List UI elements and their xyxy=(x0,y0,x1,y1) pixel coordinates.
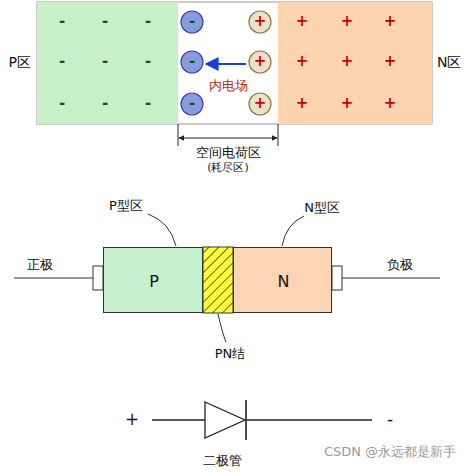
diode-lead xyxy=(246,419,372,420)
donor-ion xyxy=(249,11,271,33)
ion-charge: - xyxy=(189,13,195,30)
region-caption: (耗尽区) xyxy=(207,162,249,174)
ion-charge: - xyxy=(102,53,108,70)
watermark: CSDN @永远都是新手 xyxy=(324,445,456,459)
ion-charge: + xyxy=(341,53,354,70)
region-label: N区 xyxy=(437,54,461,72)
ion-charge: + xyxy=(384,95,397,112)
acceptor-ion xyxy=(181,51,203,73)
polarity-sign: - xyxy=(387,410,393,429)
wire xyxy=(14,277,93,278)
ion-charge: + xyxy=(384,13,397,30)
ion-charge: + xyxy=(254,95,267,112)
terminal-label: 正极 xyxy=(27,258,53,272)
acceptor-ion xyxy=(181,11,203,33)
ion-charge: - xyxy=(59,53,65,70)
terminal xyxy=(93,266,103,290)
ion-charge: + xyxy=(296,13,309,30)
ion-charge: + xyxy=(341,95,354,112)
ion-charge: - xyxy=(145,95,151,112)
ion-charge: + xyxy=(254,53,267,70)
acceptor-ion xyxy=(181,93,203,115)
ion-charge: - xyxy=(189,53,195,70)
ion-charge: + xyxy=(341,13,354,30)
terminal xyxy=(332,266,342,290)
leader-line xyxy=(218,314,226,342)
n-box: N xyxy=(233,247,332,313)
ion-charge: + xyxy=(296,53,309,70)
symbol-caption: 二极管 xyxy=(203,454,242,468)
ion-charge: - xyxy=(145,13,151,30)
ion-charge: - xyxy=(189,95,195,112)
terminal-label: 负极 xyxy=(387,258,413,272)
region-label: N xyxy=(278,272,290,291)
region-label: P xyxy=(149,272,159,291)
ion-charge: + xyxy=(384,53,397,70)
leader-line xyxy=(148,214,176,246)
part-label: PN结 xyxy=(215,347,246,361)
ion-charge: - xyxy=(102,13,108,30)
diode-bar xyxy=(245,400,247,440)
diode-lead xyxy=(152,419,205,420)
ion-charge: + xyxy=(254,13,267,30)
region-label: P区 xyxy=(9,54,31,72)
field-label: 内电场 xyxy=(209,79,248,93)
part-label: P型区 xyxy=(109,199,143,213)
region-caption: 空间电荷区 xyxy=(196,146,261,160)
pn-junction xyxy=(203,247,233,313)
bracket xyxy=(178,124,278,146)
diode-symbol xyxy=(205,402,245,438)
polarity-sign: + xyxy=(125,410,139,429)
crystal-frame xyxy=(37,2,432,124)
part-label: N型区 xyxy=(304,201,340,215)
donor-ion xyxy=(249,93,271,115)
ion-charge: - xyxy=(59,13,65,30)
ion-charge: + xyxy=(296,95,309,112)
field-arrow xyxy=(206,63,246,65)
leader-line xyxy=(282,216,304,246)
donor-ion xyxy=(249,51,271,73)
wire xyxy=(342,277,440,278)
ion-charge: - xyxy=(102,95,108,112)
depletion-region xyxy=(178,2,278,124)
ion-charge: - xyxy=(145,53,151,70)
p-box: P xyxy=(103,247,203,313)
ion-charge: - xyxy=(59,95,65,112)
